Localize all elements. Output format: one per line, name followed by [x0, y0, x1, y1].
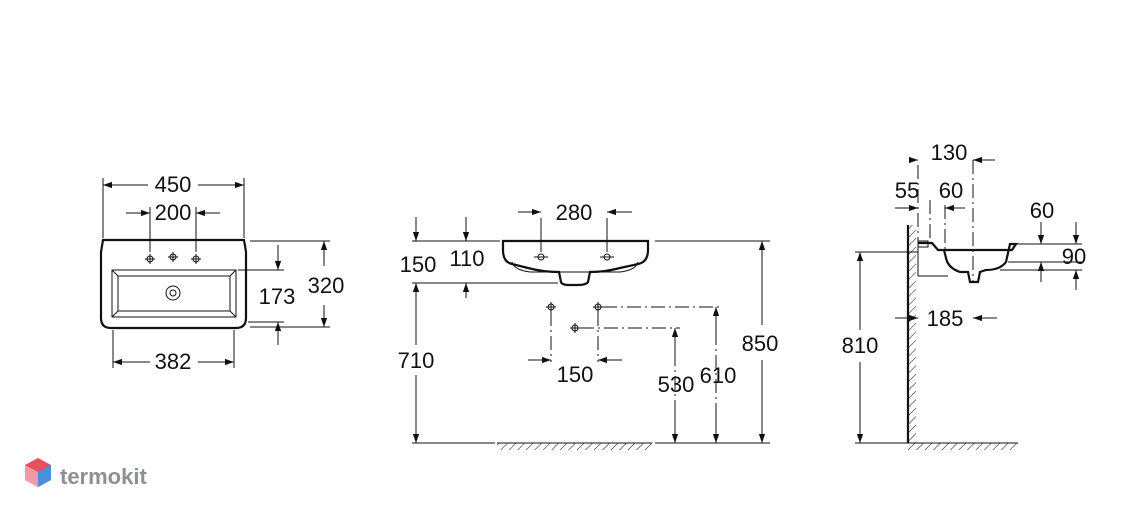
- dim-850: 850: [742, 331, 779, 356]
- dim-320: 320: [308, 273, 345, 298]
- tap-hole-icon: [145, 252, 201, 264]
- dim-200: 200: [155, 200, 192, 225]
- dim-280: 280: [556, 200, 593, 225]
- top-view: 450 200 320 173 382: [99, 172, 345, 374]
- dim-185: 185: [927, 306, 964, 331]
- side-view-basin: [918, 241, 1019, 284]
- dim-710: 710: [398, 348, 435, 373]
- dim-810: 810: [842, 333, 879, 358]
- dim-60-top: 60: [939, 178, 963, 203]
- dim-382: 382: [155, 349, 192, 374]
- supply-point-icon: [546, 302, 603, 333]
- top-view-bowl: [111, 269, 237, 318]
- dim-150-top: 150: [400, 252, 437, 277]
- side-view: 130 55 60 60 90 185 810: [842, 140, 1086, 450]
- dim-173: 173: [259, 284, 296, 309]
- dim-610: 610: [700, 363, 737, 388]
- dim-55: 55: [895, 178, 919, 203]
- dim-150-bottom: 150: [557, 362, 594, 387]
- logo-text: termokit: [60, 464, 147, 489]
- front-view: 280 150 110 710: [398, 200, 779, 450]
- top-view-basin-outline: [99, 238, 248, 330]
- dim-60-right: 60: [1030, 198, 1054, 223]
- termokit-logo: termokit: [25, 458, 147, 489]
- dim-90: 90: [1062, 244, 1086, 269]
- dim-110: 110: [449, 246, 484, 271]
- dim-130: 130: [931, 140, 968, 165]
- drain-icon: [165, 285, 181, 301]
- front-view-basin: [501, 239, 650, 287]
- dim-530: 530: [658, 372, 695, 397]
- dim-450: 450: [155, 172, 192, 197]
